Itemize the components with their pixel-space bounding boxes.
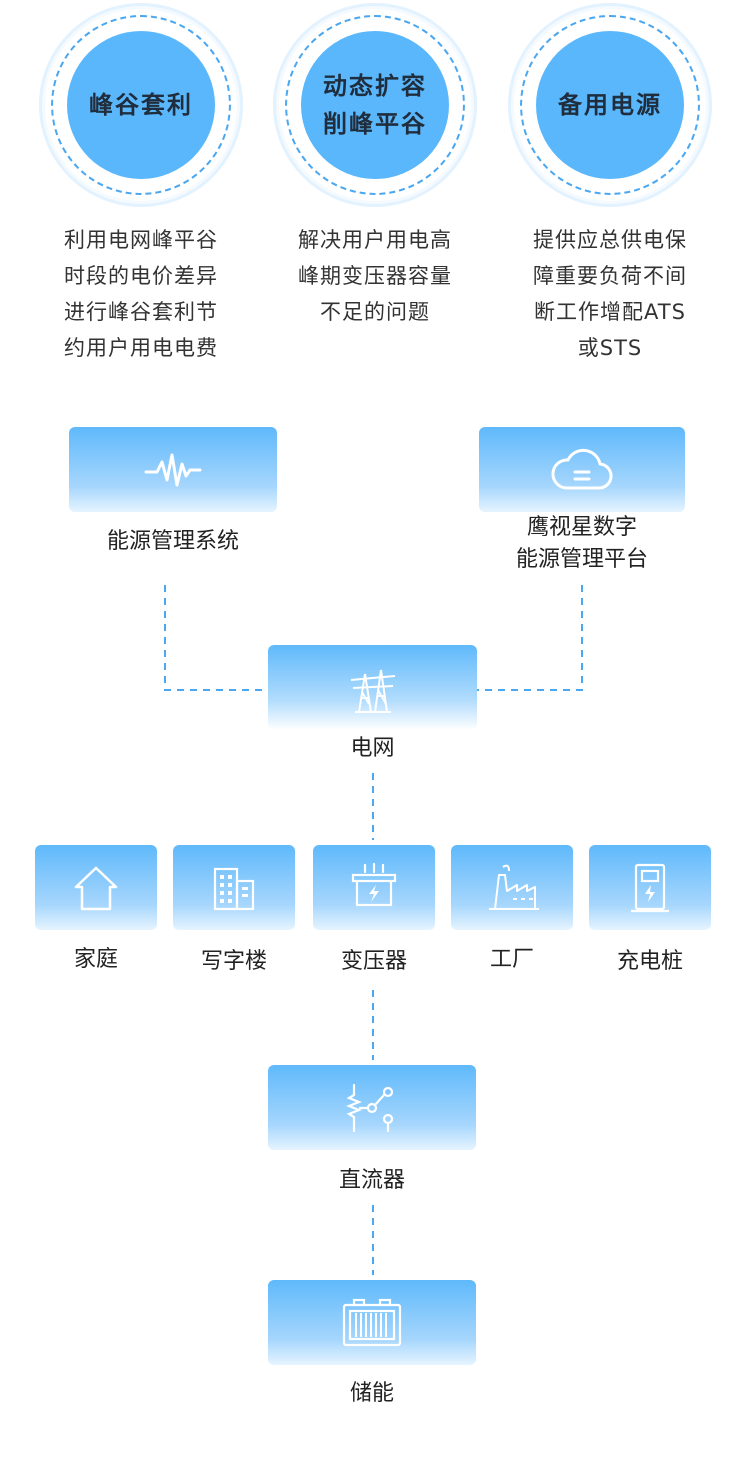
feature-circle: 备用电源 <box>505 0 715 210</box>
dc-box <box>268 1065 476 1150</box>
feature-title: 峰谷套利 <box>67 31 215 179</box>
storage-label: 储能 <box>349 1381 394 1406</box>
feature-description: 解决用户用电高 峰期变压器容量 不足的问题 <box>298 228 452 324</box>
platform-label: 鹰视星数字 能源管理平台 <box>515 515 648 572</box>
transformer-box <box>313 845 435 930</box>
feature-circle: 峰谷套利 <box>36 0 246 210</box>
building-icon <box>213 867 255 910</box>
home-box <box>35 845 157 930</box>
waveform-icon <box>144 453 202 486</box>
switch-circuit-icon <box>346 1083 394 1132</box>
house-icon <box>74 866 118 910</box>
dc-label: 直流器 <box>338 1168 405 1193</box>
charger-label: 充电桩 <box>616 949 683 974</box>
charger-box <box>589 845 711 930</box>
ems-box <box>69 427 277 512</box>
transformer-icon <box>351 862 397 906</box>
cloud-icon <box>551 448 613 490</box>
battery-icon <box>342 1298 402 1346</box>
factory-icon <box>489 864 539 910</box>
storage-box <box>268 1280 476 1365</box>
factory-box <box>451 845 573 930</box>
feature-circle: 动态扩容 削峰平谷 <box>270 0 480 210</box>
grid-label: 电网 <box>350 736 395 761</box>
feature-dynamic-expansion: 动态扩容 削峰平谷 解决用户用电高 峰期变压器容量 不足的问题 <box>270 0 480 324</box>
feature-backup-power: 备用电源 提供应总供电保 障重要负荷不间 断工作增配ATS 或STS <box>505 0 715 360</box>
office-box <box>173 845 295 930</box>
grid-box <box>268 645 477 730</box>
feature-description: 提供应总供电保 障重要负荷不间 断工作增配ATS 或STS <box>533 228 687 360</box>
feature-title: 备用电源 <box>536 31 684 179</box>
connector-ems-grid <box>164 585 268 691</box>
ems-label: 能源管理系统 <box>106 529 239 554</box>
power-tower-icon <box>350 669 395 713</box>
charging-pile-icon <box>631 863 669 912</box>
feature-description: 利用电网峰平谷 时段的电价差异 进行峰谷套利节 约用户用电电费 <box>64 228 218 360</box>
connector-platform-grid <box>477 585 583 691</box>
factory-label: 工厂 <box>489 947 534 972</box>
platform-box <box>479 427 685 512</box>
feature-peak-valley: 峰谷套利 利用电网峰平谷 时段的电价差异 进行峰谷套利节 约用户用电电费 <box>36 0 246 360</box>
home-label: 家庭 <box>73 947 118 972</box>
feature-title: 动态扩容 削峰平谷 <box>301 31 449 179</box>
transformer-label: 变压器 <box>340 949 407 974</box>
office-label: 写字楼 <box>200 949 267 974</box>
